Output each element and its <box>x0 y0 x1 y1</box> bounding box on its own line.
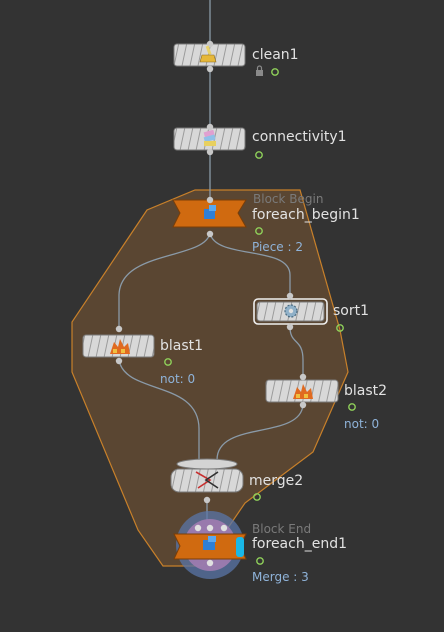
node-type-foreach-end1: Block End <box>252 522 312 536</box>
display-flag[interactable] <box>256 557 264 565</box>
bypass-flag[interactable] <box>236 537 244 557</box>
wires <box>118 0 304 520</box>
node-info-blast1: not: 0 <box>160 372 196 386</box>
node-label-blast1: blast1 <box>160 338 204 354</box>
connectivity-icon <box>203 129 216 146</box>
node-blast1[interactable] <box>82 325 172 366</box>
node-type-foreach-begin1: Block Begin <box>253 192 324 206</box>
foreach-cube-icon <box>204 205 216 219</box>
blast-icon <box>110 339 130 354</box>
display-flag[interactable] <box>164 358 172 366</box>
node-label-clean1: clean1 <box>252 47 299 63</box>
lock-icon[interactable] <box>256 65 263 76</box>
node-foreach-begin1[interactable] <box>172 196 263 238</box>
node-clean1[interactable] <box>173 40 279 76</box>
node-sort1[interactable] <box>253 292 344 332</box>
node-merge2[interactable] <box>170 458 261 504</box>
broom-icon <box>199 45 217 63</box>
display-flag[interactable] <box>255 227 263 235</box>
node-info-foreach-begin1: Piece : 2 <box>252 240 303 254</box>
foreach-block-outline <box>71 189 349 567</box>
wire-begin-blast1 <box>118 232 211 329</box>
node-label-connectivity1: connectivity1 <box>252 129 347 145</box>
blast-icon <box>293 384 313 399</box>
node-label-foreach-end1: foreach_end1 <box>252 536 347 552</box>
node-foreach-end1[interactable] <box>173 511 264 579</box>
display-flag[interactable] <box>271 68 279 76</box>
node-label-sort1: sort1 <box>333 303 370 319</box>
wire-blast2-merge2 <box>216 404 304 461</box>
node-connectivity1[interactable] <box>173 123 263 159</box>
node-info-blast2: not: 0 <box>344 417 380 431</box>
display-flag[interactable] <box>253 493 261 501</box>
display-flag[interactable] <box>348 403 356 411</box>
wire-sort1-blast2 <box>289 326 304 378</box>
sort-gear-icon <box>284 304 298 318</box>
node-label-blast2: blast2 <box>344 383 388 399</box>
node-info-foreach-end1: Merge : 3 <box>252 570 309 584</box>
node-label-foreach-begin1: foreach_begin1 <box>252 207 360 223</box>
display-flag[interactable] <box>255 151 263 159</box>
display-flag[interactable] <box>336 324 344 332</box>
wire-blast1-merge2 <box>118 359 200 460</box>
node-blast2[interactable] <box>265 373 356 411</box>
foreach-cube-icon <box>203 536 216 550</box>
wire-begin-sort1 <box>209 232 291 295</box>
node-label-merge2: merge2 <box>249 473 304 489</box>
merge-icon <box>195 471 219 489</box>
